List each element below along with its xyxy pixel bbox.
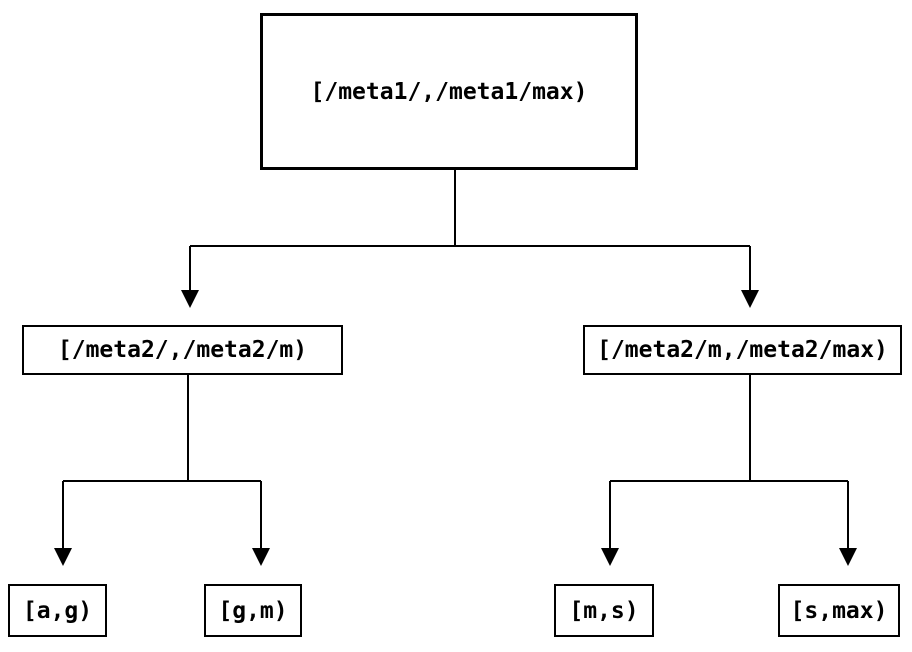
arrowhead-down-icon: [181, 290, 199, 308]
tree-node-root: [/meta1/,/meta1/max): [260, 13, 638, 170]
node-label: [/meta2/,/meta2/m): [57, 337, 308, 363]
node-label: [g,m): [218, 597, 288, 624]
arrowhead-down-icon: [601, 548, 619, 566]
arrowhead-down-icon: [741, 290, 759, 308]
node-label: [a,g): [22, 597, 93, 624]
tree-node-leaf-smax: [s,max): [778, 584, 900, 637]
arrowhead-down-icon: [54, 548, 72, 566]
node-label: [/meta1/,/meta1/max): [310, 78, 588, 105]
arrowhead-down-icon: [839, 548, 857, 566]
node-label: [m,s): [569, 597, 639, 624]
tree-node-leaf-ag: [a,g): [8, 584, 107, 637]
arrowhead-down-icon: [252, 548, 270, 566]
tree-node-leaf-ms: [m,s): [554, 584, 654, 637]
node-label: [/meta2/m,/meta2/max): [597, 337, 888, 363]
tree-node-leaf-gm: [g,m): [204, 584, 302, 637]
node-label: [s,max): [790, 597, 888, 624]
tree-node-left: [/meta2/,/meta2/m): [22, 325, 343, 375]
tree-node-right: [/meta2/m,/meta2/max): [583, 325, 902, 375]
